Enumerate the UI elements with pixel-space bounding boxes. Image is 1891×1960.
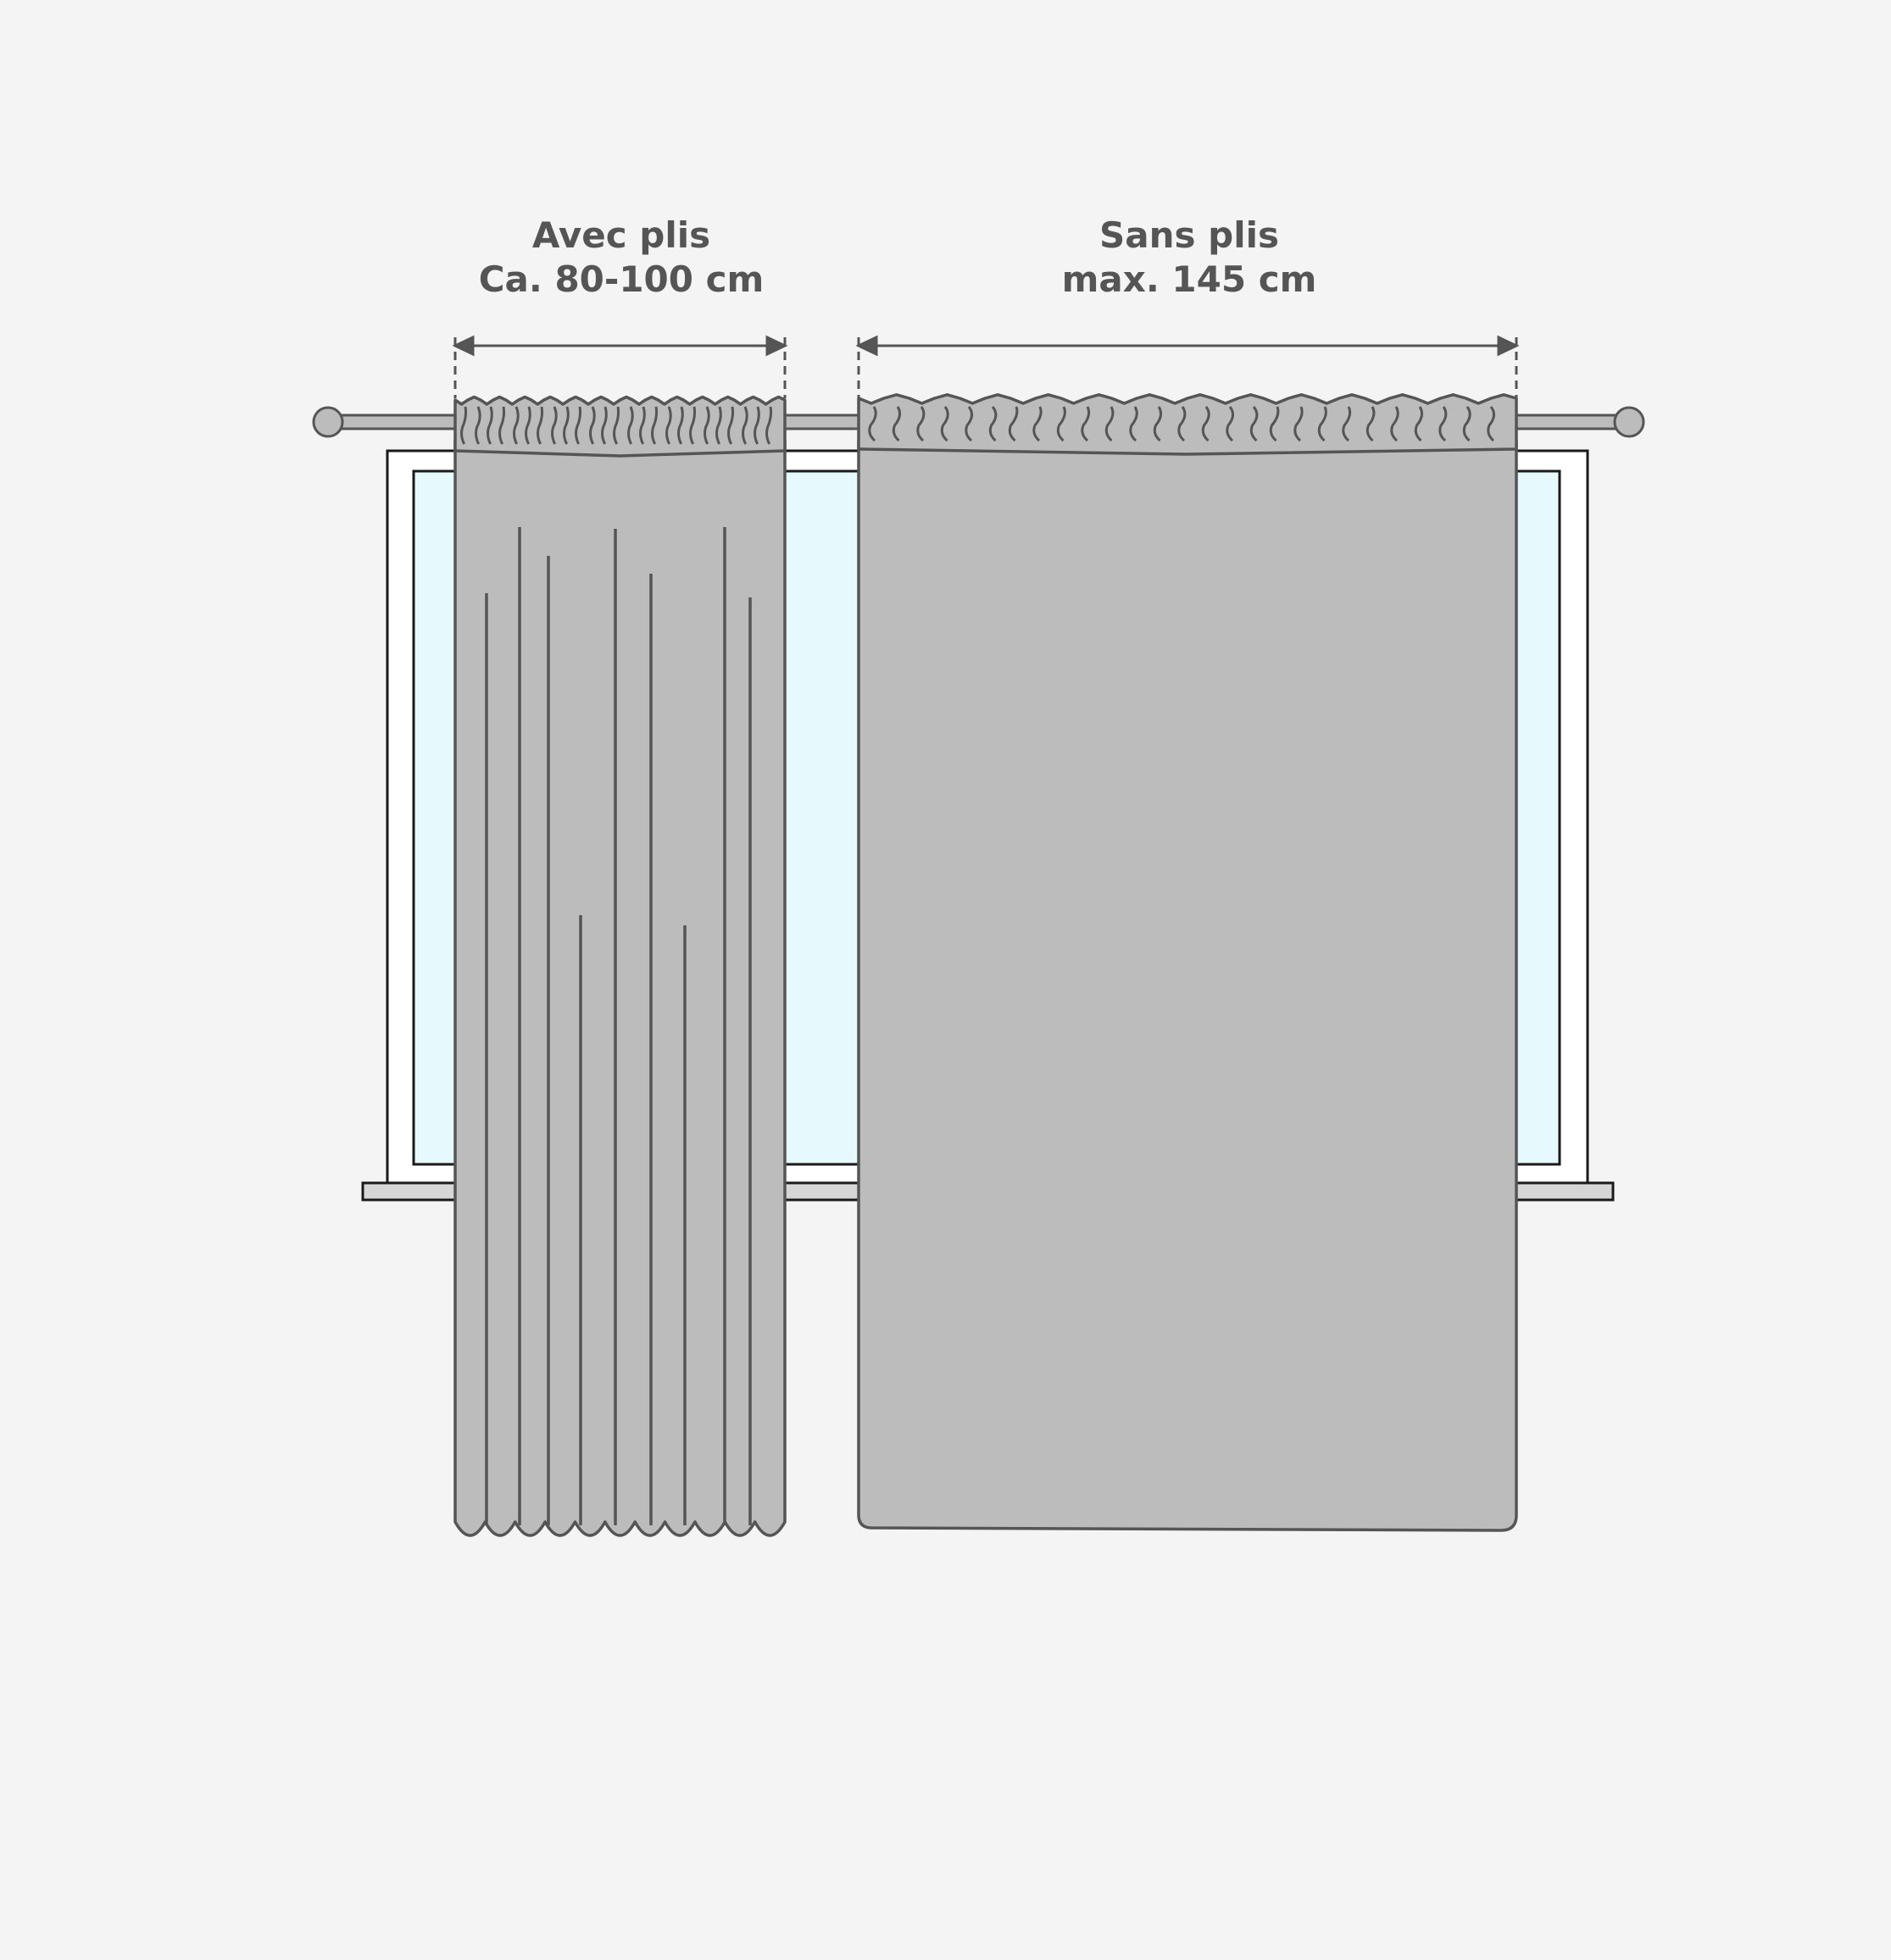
- ruffle-stroke: [1414, 406, 1424, 442]
- ruffle-stroke: [965, 406, 973, 442]
- ruffle-stroke: [727, 406, 735, 445]
- ruffle-stroke: [1342, 406, 1352, 442]
- label-pleated-title: Avec plis: [531, 214, 711, 256]
- ruffle-stroke: [665, 406, 672, 445]
- ruffle-stroke: [1201, 406, 1210, 442]
- ruffle-stroke: [589, 406, 596, 445]
- label-flat: Sans plis max. 145 cm: [1020, 214, 1359, 302]
- curtain-flat-header: [857, 393, 1518, 456]
- ruffle-stroke: [892, 406, 902, 442]
- ruffle-stroke: [742, 406, 748, 445]
- ruffle-stroke: [1365, 406, 1376, 442]
- ruffle-stroke: [1056, 406, 1066, 442]
- rod-finial-left: [312, 406, 344, 438]
- ruffle-stroke: [475, 406, 481, 445]
- ruffle-stroke: [1032, 406, 1043, 442]
- double-arrow-icon: [765, 335, 788, 357]
- dimension-left: [452, 335, 788, 398]
- curtain-pleated-header: [453, 395, 787, 458]
- ruffle-stroke: [916, 406, 926, 442]
- label-pleated-measure: Ca. 80-100 cm: [478, 258, 765, 300]
- curtain-pleated-body: [453, 439, 787, 1537]
- ruffle-stroke: [513, 406, 520, 445]
- ruffle-stroke: [575, 406, 582, 445]
- ruffle-stroke: [525, 406, 531, 445]
- label-flat-measure: max. 145 cm: [1061, 258, 1317, 300]
- ruffle-stroke: [1129, 406, 1138, 442]
- ruffle-stroke: [765, 406, 773, 445]
- ruffle-stroke: [601, 406, 608, 445]
- ruffle-stroke: [1438, 406, 1448, 442]
- double-arrow-icon: [1497, 335, 1520, 357]
- label-pleated: Avec plis Ca. 80-100 cm: [452, 214, 791, 302]
- curtain-pleated: [453, 395, 787, 1537]
- curtain-flat: [857, 393, 1518, 1532]
- ruffle-stroke: [715, 406, 722, 445]
- ruffle-stroke: [868, 406, 877, 442]
- ruffle-stroke: [1081, 406, 1091, 442]
- label-flat-title: Sans plis: [1099, 214, 1279, 256]
- ruffle-stroke: [677, 406, 684, 445]
- ruffle-stroke: [704, 406, 710, 445]
- ruffle-stroke: [1293, 406, 1304, 442]
- rod-finial-right: [1613, 406, 1645, 438]
- ruffle-stroke: [613, 406, 620, 445]
- curtain-pleated-folds: [485, 527, 752, 1525]
- ruffle-stroke: [1104, 406, 1115, 442]
- ruffle-stroke: [988, 406, 998, 442]
- ruffle-stroke: [689, 406, 697, 445]
- ruffle-stroke: [537, 406, 544, 445]
- ruffle-stroke: [1487, 406, 1495, 442]
- double-arrow-icon: [452, 335, 475, 357]
- ruffle-stroke: [1153, 406, 1163, 442]
- ruffle-stroke: [651, 406, 659, 445]
- curtain-flat-ruffles: [868, 406, 1495, 442]
- ruffle-stroke: [1269, 406, 1280, 442]
- ruffle-stroke: [551, 406, 558, 445]
- ruffle-stroke: [563, 406, 570, 445]
- double-arrow-icon: [855, 335, 878, 357]
- ruffle-stroke: [1008, 406, 1019, 442]
- ruffle-stroke: [1177, 406, 1187, 442]
- ruffle-stroke: [754, 406, 760, 445]
- curtain-pleated-ruffles: [460, 406, 773, 445]
- ruffle-stroke: [460, 406, 468, 445]
- ruffle-stroke: [639, 406, 646, 445]
- ruffle-stroke: [487, 406, 493, 445]
- curtain-flat-body: [857, 439, 1518, 1532]
- ruffle-stroke: [627, 406, 634, 445]
- ruffle-stroke: [1317, 406, 1327, 442]
- ruffle-stroke: [1249, 406, 1259, 442]
- ruffle-stroke: [1462, 406, 1471, 442]
- ruffle-stroke: [940, 406, 949, 442]
- ruffle-stroke: [1226, 406, 1234, 442]
- ruffle-stroke: [1390, 406, 1399, 442]
- ruffle-stroke: [498, 406, 506, 445]
- dimension-right: [855, 335, 1520, 398]
